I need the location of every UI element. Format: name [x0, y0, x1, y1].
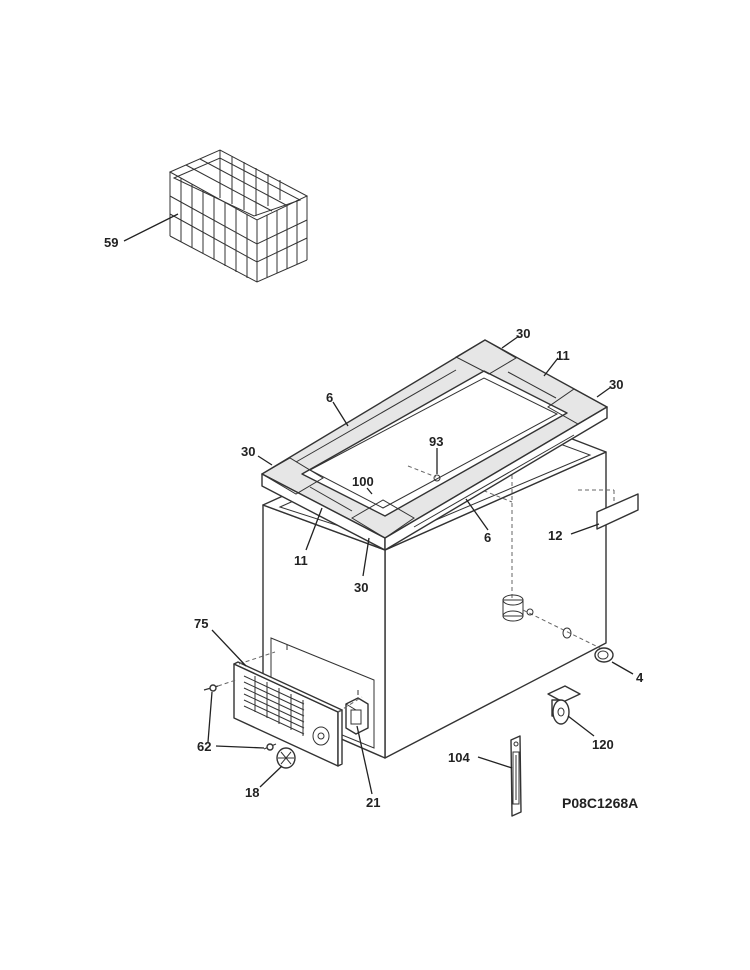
thermometer	[510, 735, 522, 817]
callout-75: 75	[194, 616, 208, 631]
label-strip	[596, 493, 639, 530]
callout-11-front: 11	[294, 553, 308, 568]
lid-gasket	[261, 339, 609, 551]
callout-labels: 59 30 11 30 6 30 93 100 11 30 6 12 4 75 …	[104, 235, 644, 811]
callout-30-front: 30	[354, 580, 368, 595]
callout-6-front: 6	[484, 530, 491, 545]
callout-59: 59	[104, 235, 118, 250]
callout-30-left: 30	[241, 444, 255, 459]
caster	[547, 685, 581, 725]
callout-93: 93	[429, 434, 443, 449]
drawing-code: P08C1268A	[562, 795, 638, 811]
callout-4: 4	[636, 670, 644, 685]
drain-cap	[594, 647, 614, 663]
callout-30-right: 30	[609, 377, 623, 392]
callout-30-back: 30	[516, 326, 530, 341]
callout-18: 18	[245, 785, 259, 800]
callout-62: 62	[197, 739, 211, 754]
control-knob	[276, 747, 296, 769]
leader-lines	[123, 213, 634, 795]
front-grille	[233, 651, 363, 767]
callout-11-back: 11	[556, 348, 570, 363]
temperature-control	[345, 697, 369, 735]
callout-12: 12	[548, 528, 562, 543]
callout-120: 120	[592, 737, 614, 752]
callout-6-back: 6	[326, 390, 333, 405]
callout-100: 100	[352, 474, 374, 489]
callout-21: 21	[366, 795, 380, 810]
callout-104: 104	[448, 750, 470, 765]
screws	[203, 679, 277, 751]
drain-plug	[433, 474, 441, 482]
wire-basket	[168, 149, 309, 283]
